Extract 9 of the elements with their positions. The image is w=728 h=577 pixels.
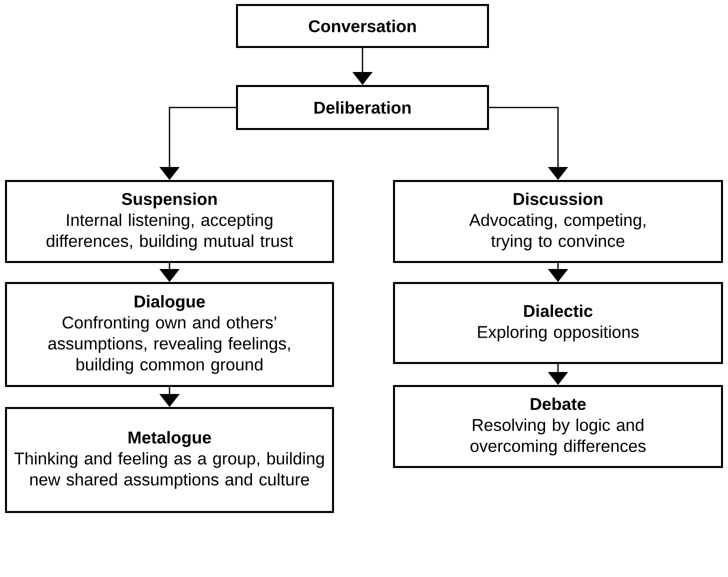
process-box: Deliberation xyxy=(236,85,489,130)
arrow xyxy=(489,106,568,180)
process-box: Dialogue Confronting own and others’ assumptions, revealing feelings, building common ground xyxy=(5,282,334,387)
process-box: Dialectic Exploring oppositions xyxy=(393,282,723,364)
process-box: Discussion Advocating, competing, trying to convince xyxy=(393,180,723,263)
process-box: Debate Resolving by logic and overcoming differences xyxy=(393,384,723,468)
process-box: Conversation xyxy=(236,4,489,48)
process-box: Suspension Internal listening, accepting differences, building mutual trust xyxy=(5,180,334,263)
process-box: Metalogue Thinking and feeling as a group, building new shared assumptions and culture xyxy=(5,406,334,513)
